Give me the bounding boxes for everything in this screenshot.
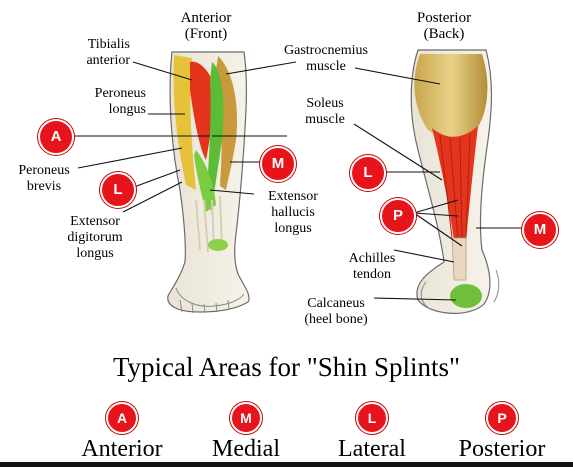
anterior-view-header: Anterior (Front) xyxy=(160,10,252,42)
posterior-view-subtitle: (Back) xyxy=(423,26,465,42)
posterior-striations xyxy=(439,133,471,241)
legend-badge-medial: M xyxy=(230,402,262,434)
label-achilles-tendon: Achilles tendon xyxy=(348,251,396,282)
legend-badge-anterior: A xyxy=(106,402,138,434)
anterior-muscle-green-lower xyxy=(194,150,216,212)
soleus-red-zone xyxy=(432,126,478,240)
tibialis-anterior-red-zone xyxy=(190,61,213,160)
calcaneus-shape xyxy=(450,284,482,308)
legend-badge-posterior: P xyxy=(486,402,518,434)
legend-word-medial: Medial xyxy=(212,436,280,462)
badge-lateral-zone-front: L xyxy=(100,172,136,208)
anterior-toes xyxy=(179,299,230,314)
label-peroneus-longus: Peroneus longus xyxy=(94,86,146,117)
achilles-tendon-shape xyxy=(451,237,467,281)
label-gastrocnemius-muscle: Gastrocnemius muscle xyxy=(284,43,368,74)
legend-word-anterior: Anterior xyxy=(81,436,163,462)
label-soleus-muscle: Soleus muscle xyxy=(305,96,345,127)
label-extensor-hallucis-longus: Extensor hallucis longus xyxy=(268,189,318,236)
anterior-tendons xyxy=(195,195,223,253)
badge-medial-zone-back: M xyxy=(522,212,558,248)
leader-lines xyxy=(72,61,522,301)
anterior-view-title: Anterior xyxy=(180,10,232,26)
legend-item-anterior: A Anterior xyxy=(52,402,192,463)
badge-medial-zone-front: M xyxy=(260,146,296,182)
label-tibialis-anterior: Tibialis anterior xyxy=(86,37,130,68)
label-calcaneus: Calcaneus (heel bone) xyxy=(304,296,368,327)
diagram-caption: Typical Areas for "Shin Splints" xyxy=(112,352,461,382)
legend-word-lateral: Lateral xyxy=(338,436,406,462)
gastrocnemius-muscle-shape xyxy=(414,54,488,139)
legend-item-posterior: P Posterior xyxy=(432,402,572,463)
posterior-view-header: Posterior (Back) xyxy=(396,10,492,42)
legend-item-medial: M Medial xyxy=(176,402,316,463)
badge-lateral-zone-back: L xyxy=(350,155,386,191)
bottom-border xyxy=(0,462,573,467)
posterior-foot-outline xyxy=(420,269,500,311)
anterior-ankle-green xyxy=(208,239,228,251)
anterior-foot xyxy=(175,287,245,307)
badge-anterior-zone: A xyxy=(38,119,74,155)
label-extensor-digitorum-longus: Extensor digitorum longus xyxy=(67,214,123,261)
badge-posterior-zone: P xyxy=(380,198,416,234)
posterior-leg xyxy=(410,49,500,314)
legend-badge-lateral: L xyxy=(356,402,388,434)
label-peroneus-brevis: Peroneus brevis xyxy=(18,163,70,194)
legend-item-lateral: L Lateral xyxy=(302,402,442,463)
anterior-leg xyxy=(167,51,250,314)
legend-word-posterior: Posterior xyxy=(458,436,546,462)
anterior-view-subtitle: (Front) xyxy=(184,26,228,42)
posterior-view-title: Posterior xyxy=(416,10,472,26)
